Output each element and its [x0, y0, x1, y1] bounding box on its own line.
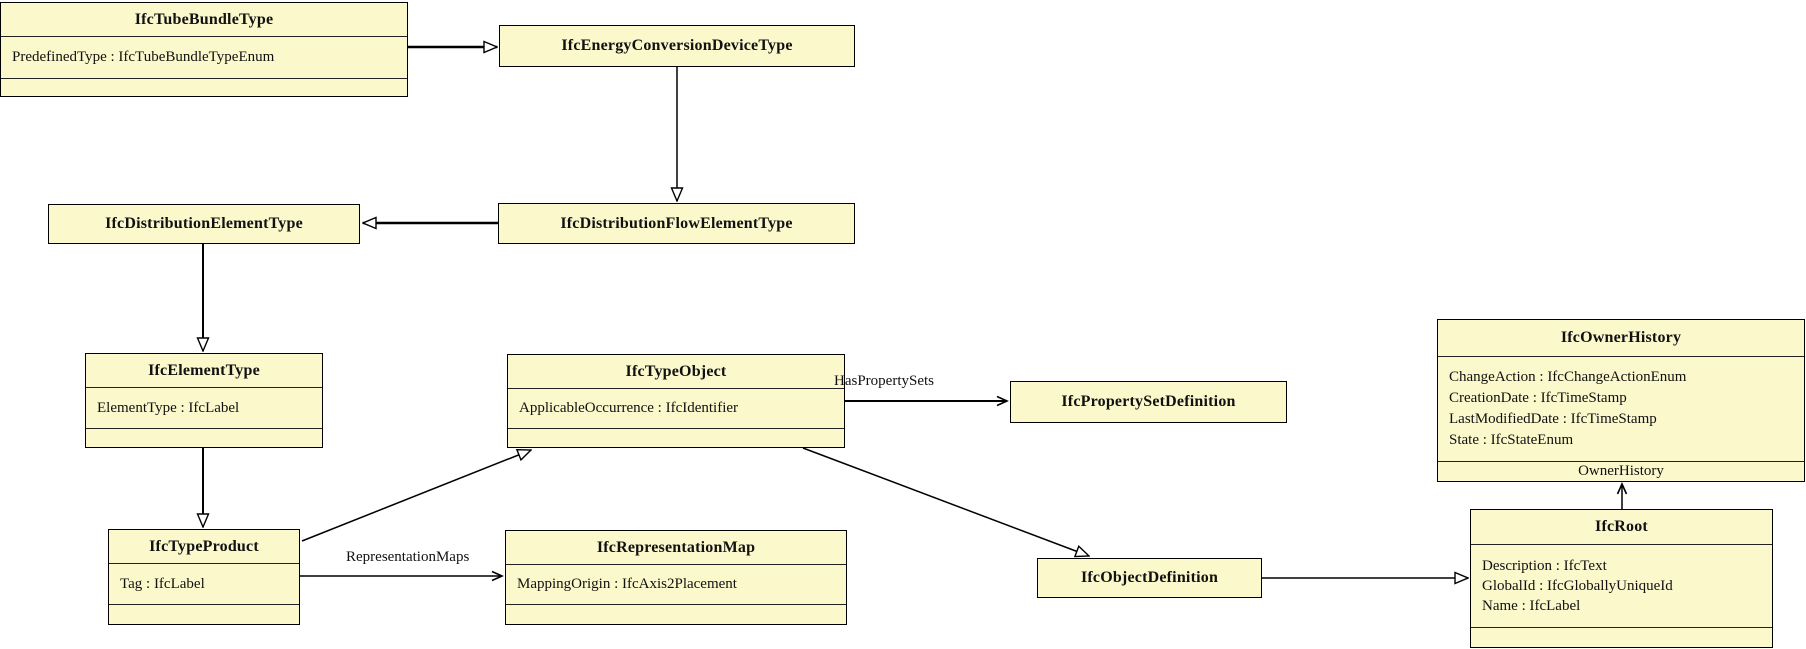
class-attributes: Description : IfcText GlobalId : IfcGlob…	[1471, 545, 1772, 628]
class-title: IfcTypeObject	[508, 355, 844, 389]
class-attribute: Description : IfcText	[1482, 558, 1607, 574]
class-box-ifcobjectdefinition: IfcObjectDefinition	[1037, 558, 1262, 598]
class-box-ifctypeproduct: IfcTypeProduct Tag : IfcLabel	[108, 529, 300, 625]
class-box-ifctubebundletype: IfcTubeBundleType PredefinedType : IfcTu…	[0, 2, 408, 97]
class-box-ifcrepresentationmap: IfcRepresentationMap MappingOrigin : Ifc…	[505, 530, 847, 625]
class-title: IfcTypeProduct	[109, 530, 299, 564]
class-box-ifcdistributionflowelementtype: IfcDistributionFlowElementType	[498, 203, 855, 244]
class-attributes: Tag : IfcLabel	[109, 564, 299, 605]
class-attributes: ApplicableOccurrence : IfcIdentifier	[508, 389, 844, 429]
class-empty-compartment	[506, 605, 846, 624]
class-title: IfcRepresentationMap	[506, 531, 846, 565]
class-attributes: MappingOrigin : IfcAxis2Placement	[506, 565, 846, 605]
class-box-ifcdistributionelementtype: IfcDistributionElementType	[48, 204, 360, 244]
class-box-ifcpropertysetdefinition: IfcPropertySetDefinition	[1010, 381, 1287, 423]
class-title: IfcOwnerHistory	[1438, 320, 1804, 357]
class-title: IfcElementType	[86, 354, 322, 388]
class-attribute: ChangeAction : IfcChangeActionEnum	[1449, 369, 1687, 385]
class-attribute: GlobalId : IfcGloballyUniqueId	[1482, 578, 1673, 594]
edge-label-has-property-sets: HasPropertySets	[834, 373, 934, 389]
class-box-ifcelementtype: IfcElementType ElementType : IfcLabel	[85, 353, 323, 448]
edge-label-representation-maps: RepresentationMaps	[346, 549, 470, 565]
class-attributes: PredefinedType : IfcTubeBundleTypeEnum	[1, 37, 407, 79]
class-box-ifcenergyconversiondevicetype: IfcEnergyConversionDeviceType	[499, 25, 855, 67]
class-box-ifctypeobject: IfcTypeObject ApplicableOccurrence : Ifc…	[507, 354, 845, 448]
class-empty-compartment	[1, 79, 407, 96]
class-attribute: Name : IfcLabel	[1482, 598, 1581, 614]
class-attribute: PredefinedType : IfcTubeBundleTypeEnum	[12, 49, 275, 65]
class-attribute: LastModifiedDate : IfcTimeStamp	[1449, 411, 1657, 427]
class-attribute: ApplicableOccurrence : IfcIdentifier	[519, 400, 739, 416]
class-title: IfcEnergyConversionDeviceType	[561, 37, 793, 54]
class-attribute: Tag : IfcLabel	[120, 575, 205, 592]
class-attribute: CreationDate : IfcTimeStamp	[1449, 390, 1627, 406]
class-title: IfcRoot	[1471, 510, 1772, 545]
class-box-ifcownerhistory: IfcOwnerHistory ChangeAction : IfcChange…	[1437, 319, 1805, 482]
edge-generalization-typeproduct-to-typeobject	[301, 450, 531, 542]
class-empty-compartment	[86, 429, 322, 447]
class-attributes: ElementType : IfcLabel	[86, 388, 322, 429]
class-attribute: State : IfcStateEnum	[1449, 432, 1574, 448]
class-empty-compartment	[508, 429, 844, 447]
class-title: IfcTubeBundleType	[1, 3, 407, 37]
edge-label-owner-history: OwnerHistory	[1578, 463, 1664, 479]
class-attribute: ElementType : IfcLabel	[97, 399, 240, 416]
class-title: IfcDistributionElementType	[105, 215, 303, 232]
class-empty-compartment	[1471, 628, 1772, 647]
class-box-ifcroot: IfcRoot Description : IfcText GlobalId :…	[1470, 509, 1773, 648]
class-empty-compartment	[109, 605, 299, 624]
class-attribute: MappingOrigin : IfcAxis2Placement	[517, 576, 737, 592]
class-title: IfcDistributionFlowElementType	[560, 214, 793, 232]
class-title: IfcPropertySetDefinition	[1061, 393, 1236, 410]
class-title: IfcObjectDefinition	[1080, 569, 1219, 586]
class-attributes: ChangeAction : IfcChangeActionEnum Creat…	[1438, 357, 1804, 462]
